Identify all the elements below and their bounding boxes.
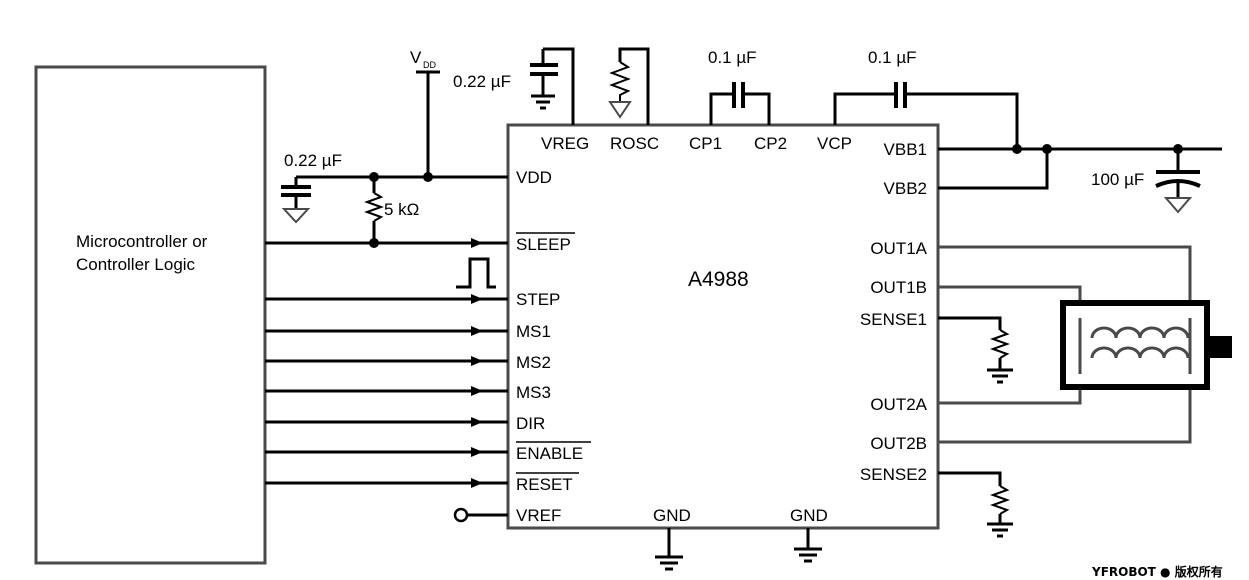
vdd-label: V <box>410 48 422 67</box>
pin-sense1: SENSE1 <box>860 310 927 329</box>
vdd-line <box>296 172 508 182</box>
cp-capacitor <box>709 82 771 125</box>
vreg-capacitor <box>530 47 575 125</box>
pin-sense2: SENSE2 <box>860 465 927 484</box>
pin-vreg: VREG <box>541 134 589 153</box>
pin-vref: VREF <box>516 506 561 525</box>
vdd-supply <box>416 70 440 177</box>
chip-name: A4988 <box>688 268 749 291</box>
pin-cp1: CP1 <box>689 134 722 153</box>
sleep-pullup-resistor <box>364 177 384 248</box>
pin-out2b: OUT2B <box>870 434 927 453</box>
rosc-resistor <box>608 47 650 125</box>
vreg-cap-value: 0.22 µF <box>453 72 511 91</box>
vcp-capacitor <box>833 82 1019 149</box>
pin-out2a: OUT2A <box>870 395 927 414</box>
pin-reset: RESET <box>516 475 573 494</box>
pin-ms1: MS1 <box>516 322 551 341</box>
control-signal-lines <box>265 238 508 488</box>
pin-out1a: OUT1A <box>870 239 927 258</box>
vbb-bulk-capacitor <box>1155 149 1201 214</box>
gnd-symbol-1 <box>655 528 683 571</box>
vdd-subscript: DD <box>423 60 436 70</box>
sense1-resistor <box>938 316 1013 384</box>
step-pulse-icon <box>456 257 496 289</box>
vbb-cap-value: 100 µF <box>1091 170 1144 189</box>
pin-out1b: OUT1B <box>870 278 927 297</box>
microcontroller-label-line1: Microcontroller or <box>76 232 208 251</box>
pin-gnd-2: GND <box>790 506 828 525</box>
vdd-decoupling-capacitor <box>281 177 311 224</box>
copyright-footer: YFROBOT ● 版权所有 <box>1091 564 1223 579</box>
pin-vbb1: VBB1 <box>884 140 927 159</box>
vdd-cap-value: 0.22 µF <box>284 151 342 170</box>
vbb-supply-line <box>938 144 1222 190</box>
pin-cp2: CP2 <box>754 134 787 153</box>
pin-dir: DIR <box>516 414 545 433</box>
pin-step: STEP <box>516 290 560 309</box>
microcontroller-label-line2: Controller Logic <box>76 255 196 274</box>
sense2-resistor <box>938 471 1013 538</box>
pin-vbb2: VBB2 <box>884 179 927 198</box>
pin-ms2: MS2 <box>516 353 551 372</box>
vref-terminal <box>453 507 508 523</box>
microcontroller-block <box>34 65 267 565</box>
stepper-motor-icon <box>1060 300 1232 390</box>
pin-enable: ENABLE <box>516 444 583 463</box>
vcp-cap-value: 0.1 µF <box>868 48 917 67</box>
pin-ms3: MS3 <box>516 383 551 402</box>
cp-cap-value: 0.1 µF <box>708 48 757 67</box>
pin-vdd: VDD <box>516 168 552 187</box>
gnd-symbol-2 <box>794 528 822 563</box>
a4988-chip <box>506 123 940 530</box>
pin-gnd-1: GND <box>653 506 691 525</box>
pin-rosc: ROSC <box>610 134 659 153</box>
pin-sleep: SLEEP <box>516 235 571 254</box>
pin-vcp: VCP <box>817 134 852 153</box>
sleep-resistor-value: 5 kΩ <box>384 200 419 219</box>
